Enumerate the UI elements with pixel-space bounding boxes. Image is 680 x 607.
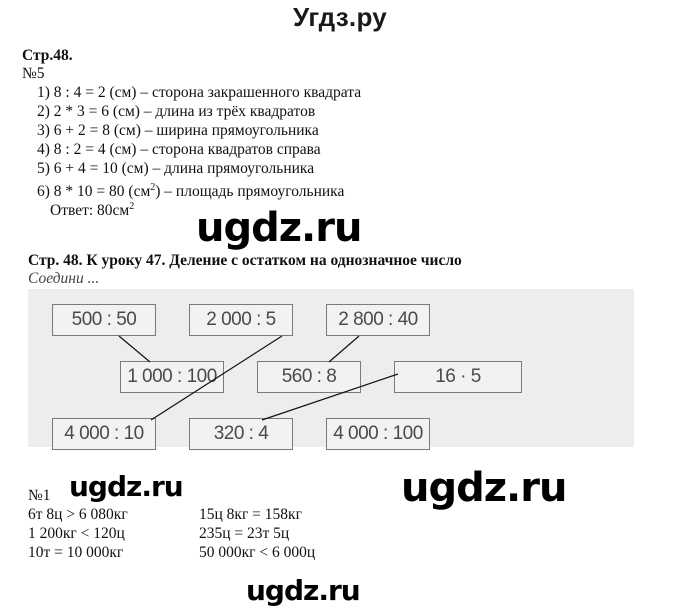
solution-step: 1) 8 : 4 = 2 (см) – сторона закрашенного… [37, 84, 362, 101]
comparison-right: 235ц = 23т 5ц [199, 525, 290, 542]
comparison-right: 50 000кг < 6 000ц [199, 544, 316, 561]
exercise-panel: 500 : 50 2 000 : 5 2 800 : 40 1 000 : 10… [28, 289, 634, 450]
connector-line [118, 335, 151, 363]
solution-step: 2) 2 * 3 = 6 (см) – длина из трёх квадра… [37, 103, 316, 120]
task-number: №1 [28, 487, 51, 504]
task-number: №5 [22, 65, 45, 82]
watermark: ugdz.ru [401, 465, 567, 511]
watermark: ugdz.ru [69, 470, 184, 503]
answer: Ответ: 80см2 [50, 197, 134, 220]
connector-line [150, 335, 283, 421]
expr-box-1000-100: 1 000 : 100 [120, 361, 224, 393]
expr-box-2800-40: 2 800 : 40 [326, 304, 430, 336]
superscript: 2 [129, 201, 135, 212]
answer-text: Ответ: 80см [50, 202, 130, 219]
solution-step: 5) 6 + 4 = 10 (см) – длина прямоугольник… [37, 160, 315, 177]
expr-box-560-8: 560 : 8 [257, 361, 361, 393]
comparison-left: 1 200кг < 120ц [28, 525, 125, 542]
watermark: ugdz.ru [246, 574, 361, 607]
connector-line [328, 335, 360, 363]
expr-box-320-4: 320 : 4 [189, 418, 293, 450]
expr-box-4000-10: 4 000 : 10 [52, 418, 156, 450]
watermark: ugdz.ru [196, 205, 362, 251]
step6-main: 6) 8 * 10 = 80 (см [37, 183, 151, 200]
site-title: Угдз.ру [292, 2, 388, 32]
solution-step: 3) 6 + 2 = 8 (см) – ширина прямоугольник… [37, 122, 319, 139]
instruction: Соедини ... [28, 270, 100, 287]
expr-box-4000-100: 4 000 : 100 [326, 418, 430, 450]
connection-lines [118, 335, 399, 421]
superscript: 2 [150, 182, 156, 193]
step6-tail: ) – площадь прямоугольника [155, 183, 345, 200]
page-label: Стр.48. [22, 47, 73, 64]
comparison-left: 6т 8ц > 6 080кг [28, 506, 128, 523]
expr-box-16x5: 16 · 5 [394, 361, 522, 393]
lesson-heading: Стр. 48. К уроку 47. Деление с остатком … [28, 252, 462, 269]
comparison-left: 10т = 10 000кг [28, 544, 124, 561]
solution-step: 4) 8 : 2 = 4 (см) – сторона квадратов сп… [37, 141, 321, 158]
expr-box-2000-5: 2 000 : 5 [189, 304, 293, 336]
comparison-right: 15ц 8кг = 158кг [199, 506, 302, 523]
expr-box-500-50: 500 : 50 [52, 304, 156, 336]
connector-line [261, 373, 399, 421]
solution-step-6: 6) 8 * 10 = 80 (см2) – площадь прямоугол… [37, 178, 344, 201]
